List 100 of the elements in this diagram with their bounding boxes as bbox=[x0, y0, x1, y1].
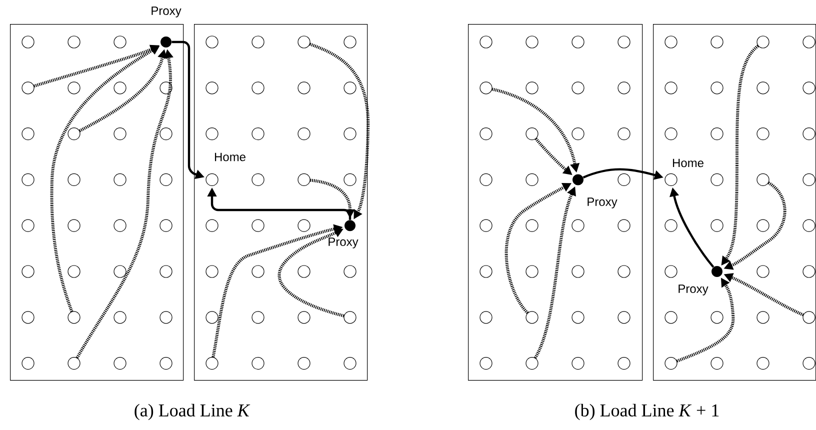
node-circle bbox=[160, 357, 172, 370]
node-circle bbox=[252, 265, 264, 278]
node-circle bbox=[206, 36, 218, 48]
node-circle bbox=[68, 173, 80, 186]
node-circle bbox=[252, 173, 264, 186]
node-circle bbox=[480, 311, 492, 324]
node-circle bbox=[526, 357, 538, 370]
node-circle bbox=[344, 173, 356, 186]
node-circle bbox=[572, 311, 584, 324]
node-circle bbox=[68, 128, 80, 140]
node-circle bbox=[206, 265, 218, 278]
node-circle bbox=[756, 82, 770, 94]
node-circle bbox=[710, 82, 724, 94]
node-circle bbox=[710, 128, 724, 140]
node-circle bbox=[664, 357, 678, 370]
node-circle bbox=[252, 357, 264, 370]
node-circle bbox=[480, 219, 492, 232]
node-circle bbox=[114, 357, 126, 370]
node-circle bbox=[68, 219, 80, 232]
node-circle bbox=[480, 128, 492, 140]
node-circle bbox=[22, 357, 34, 370]
node-circle bbox=[298, 265, 310, 278]
node-circle bbox=[572, 36, 584, 48]
node-circle bbox=[114, 311, 126, 324]
node-circle bbox=[480, 357, 492, 370]
node-circle bbox=[618, 311, 630, 324]
node-circle bbox=[298, 311, 310, 324]
node-circle bbox=[206, 128, 218, 140]
node-circle bbox=[160, 311, 172, 324]
node-circle bbox=[114, 36, 126, 48]
node-circle bbox=[572, 128, 584, 140]
node-circle bbox=[526, 36, 538, 48]
node-circle bbox=[22, 219, 34, 232]
node-circle bbox=[298, 219, 310, 232]
node-circle bbox=[756, 219, 770, 232]
node-circle bbox=[344, 82, 356, 94]
node-circle bbox=[160, 128, 172, 140]
grid-panel bbox=[10, 24, 184, 381]
node-circle bbox=[114, 82, 126, 94]
node-circle bbox=[618, 36, 630, 48]
node-circle bbox=[68, 36, 80, 48]
dashed-arrow bbox=[278, 228, 344, 318]
node-circle bbox=[480, 82, 492, 94]
node-circle bbox=[68, 265, 80, 278]
node-circle bbox=[252, 82, 264, 94]
node-circle bbox=[618, 265, 630, 278]
node-circle bbox=[206, 219, 218, 232]
node-circle bbox=[114, 173, 126, 186]
node-circle bbox=[298, 173, 310, 186]
node-circle bbox=[664, 311, 678, 324]
node-circle bbox=[22, 36, 34, 48]
node-circle bbox=[480, 173, 492, 186]
node-circle bbox=[344, 357, 356, 370]
grid-panel bbox=[468, 24, 643, 381]
node-circle bbox=[664, 82, 678, 94]
node-circle bbox=[710, 36, 724, 48]
node-circle bbox=[22, 265, 34, 278]
node-circle bbox=[298, 82, 310, 94]
node-circle bbox=[710, 357, 724, 370]
caption: (b) Load Line K + 1 bbox=[575, 404, 719, 420]
node-circle bbox=[252, 36, 264, 48]
node-circle bbox=[526, 219, 538, 232]
node-circle bbox=[802, 219, 816, 232]
node-circle bbox=[664, 265, 678, 278]
node-circle bbox=[206, 82, 218, 94]
node-circle bbox=[114, 128, 126, 140]
node-circle bbox=[252, 311, 264, 324]
node-circle bbox=[802, 128, 816, 140]
node-circle bbox=[344, 311, 356, 324]
node-circle bbox=[526, 128, 538, 140]
node-circle bbox=[572, 219, 584, 232]
node-circle bbox=[160, 219, 172, 232]
node-circle bbox=[206, 311, 218, 324]
node-circle bbox=[160, 265, 172, 278]
node-circle bbox=[298, 36, 310, 48]
node-circle bbox=[618, 173, 630, 186]
node-label: Home bbox=[215, 152, 246, 162]
node-circle bbox=[22, 173, 34, 186]
node-circle bbox=[68, 311, 80, 324]
node-circle bbox=[618, 128, 630, 140]
node-circle bbox=[710, 219, 724, 232]
node-circle bbox=[802, 357, 816, 370]
node-circle bbox=[756, 128, 770, 140]
node-circle bbox=[22, 311, 34, 324]
node-circle bbox=[22, 128, 34, 140]
node-circle bbox=[572, 357, 584, 370]
node-circle bbox=[298, 128, 310, 140]
node-circle bbox=[160, 173, 172, 186]
node-circle bbox=[802, 265, 816, 278]
node-circle bbox=[252, 219, 264, 232]
node-circle bbox=[252, 128, 264, 140]
node-circle bbox=[344, 36, 356, 48]
node-circle bbox=[344, 128, 356, 140]
node-circle bbox=[802, 173, 816, 186]
node-circle bbox=[344, 265, 356, 278]
node-circle bbox=[618, 357, 630, 370]
node-circle bbox=[802, 82, 816, 94]
node-label: Proxy bbox=[152, 6, 182, 18]
node-circle bbox=[572, 265, 584, 278]
node-circle bbox=[618, 82, 630, 94]
